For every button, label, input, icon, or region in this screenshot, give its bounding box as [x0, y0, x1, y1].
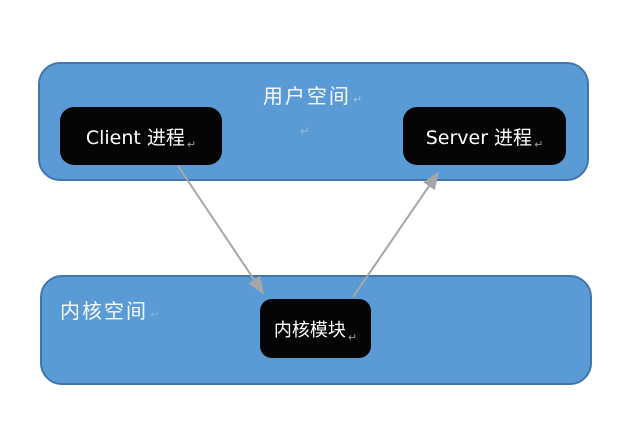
kernel-space-label: 内核空间↵: [60, 295, 161, 324]
server-process-label: Server 进程: [425, 126, 533, 149]
user-space-label-text: 用户空间: [262, 84, 351, 108]
stray-return-mark: ↵: [300, 124, 311, 138]
client-process-label: Client 进程: [85, 126, 185, 149]
return-mark: ↵: [150, 308, 162, 321]
arrow-client-to-kernel-module: [177, 165, 265, 295]
user-space-label: 用户空间↵: [40, 80, 587, 109]
client-process-node: Client 进程↵: [60, 107, 222, 165]
return-mark: ↵: [352, 93, 365, 106]
server-process-node: Server 进程↵: [403, 107, 566, 165]
kernel-space-label-text: 内核空间: [60, 299, 148, 323]
kernel-module-label: 内核模块: [273, 319, 346, 341]
return-mark: ↵: [186, 138, 197, 151]
return-mark: ↵: [347, 331, 358, 344]
kernel-module-node: 内核模块↵: [260, 299, 371, 358]
return-mark: ↵: [534, 138, 544, 151]
